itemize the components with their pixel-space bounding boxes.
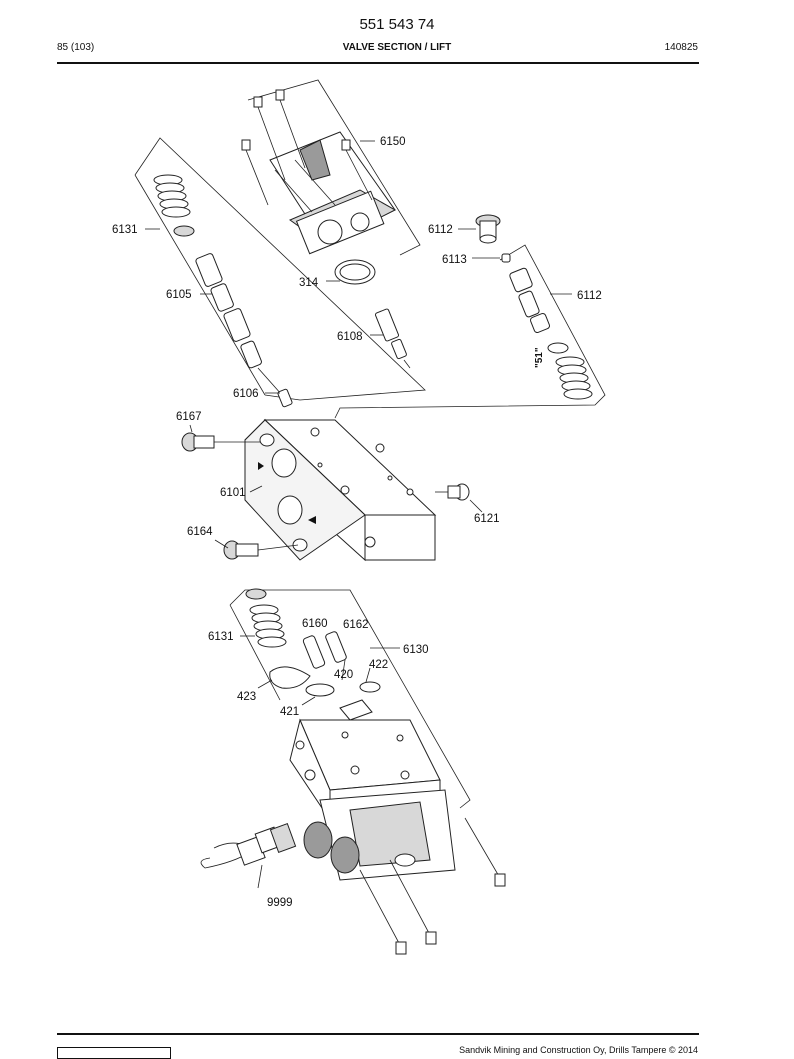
part-6108-rod (374, 308, 411, 369)
bolts-6150 (241, 89, 373, 206)
callout-6162: 6162 (343, 619, 369, 631)
callout-423: 423 (237, 691, 256, 703)
part-6112-spool (509, 267, 569, 354)
header-divider (57, 62, 699, 64)
callout-6105: 6105 (166, 289, 192, 301)
part-423-seal (269, 666, 311, 689)
callout-6131-lower: 6131 (208, 631, 234, 643)
callout-6113: 6113 (442, 254, 467, 266)
callout-6164: 6164 (187, 526, 213, 538)
callout-6131-upper: 6131 (112, 224, 138, 236)
part-6167-screw (181, 432, 260, 452)
callout-421: 421 (280, 706, 299, 718)
callout-6112-plug: 6112 (428, 224, 453, 236)
part-6121-plug (435, 483, 470, 501)
part-6105-spool (195, 253, 283, 396)
callout-6101: 6101 (220, 487, 246, 499)
callout-314: 314 (299, 277, 319, 289)
part-314-oring (334, 259, 376, 285)
callout-6106: 6106 (233, 388, 259, 400)
group-frame-6130 (229, 589, 471, 809)
part-420-seal (305, 683, 335, 697)
part-6131-spring-lower (245, 588, 287, 648)
callout-9999: 9999 (267, 897, 293, 909)
part-6101-valve-block (244, 418, 437, 562)
callout-51-spring: "51" (534, 347, 545, 368)
part-6150-manifold (269, 131, 397, 255)
callout-6160: 6160 (302, 618, 328, 630)
part-422-seal (359, 681, 381, 693)
callout-6108: 6108 (337, 331, 363, 343)
callout-6167: 6167 (176, 411, 202, 423)
part-6113-ball (501, 253, 511, 263)
leader-lines (145, 140, 572, 889)
part-6130-solenoid-valve (289, 718, 456, 881)
footer-divider (57, 1033, 699, 1035)
footer-copyright: Sandvik Mining and Construction Oy, Dril… (459, 1045, 698, 1055)
callout-6130: 6130 (403, 644, 429, 656)
part-6112-plug (475, 214, 501, 244)
part-9999-cable-connector (200, 823, 297, 869)
document-date: 140825 (664, 42, 698, 53)
callout-420: 420 (334, 669, 353, 681)
part-421-seal (339, 699, 373, 721)
brand-logo (57, 1047, 171, 1059)
section-title: VALVE SECTION / LIFT (342, 42, 452, 53)
page-counter: 85 (103) (57, 42, 95, 53)
document-number: 551 543 74 (359, 16, 435, 33)
group-frame-6112 (334, 244, 606, 419)
part-6106-plug (277, 388, 293, 408)
bolts-6130 (359, 817, 506, 955)
part-6160-pin (302, 635, 326, 669)
callout-6121: 6121 (474, 513, 500, 525)
part-6131-spring-upper (153, 174, 195, 237)
callout-422: 422 (369, 659, 388, 671)
part-6162-pin (325, 631, 347, 663)
part-6164-screw (223, 540, 299, 560)
callout-6150: 6150 (380, 136, 406, 148)
callout-6112-spool: 6112 (577, 290, 602, 302)
part-51-spring (555, 356, 593, 400)
